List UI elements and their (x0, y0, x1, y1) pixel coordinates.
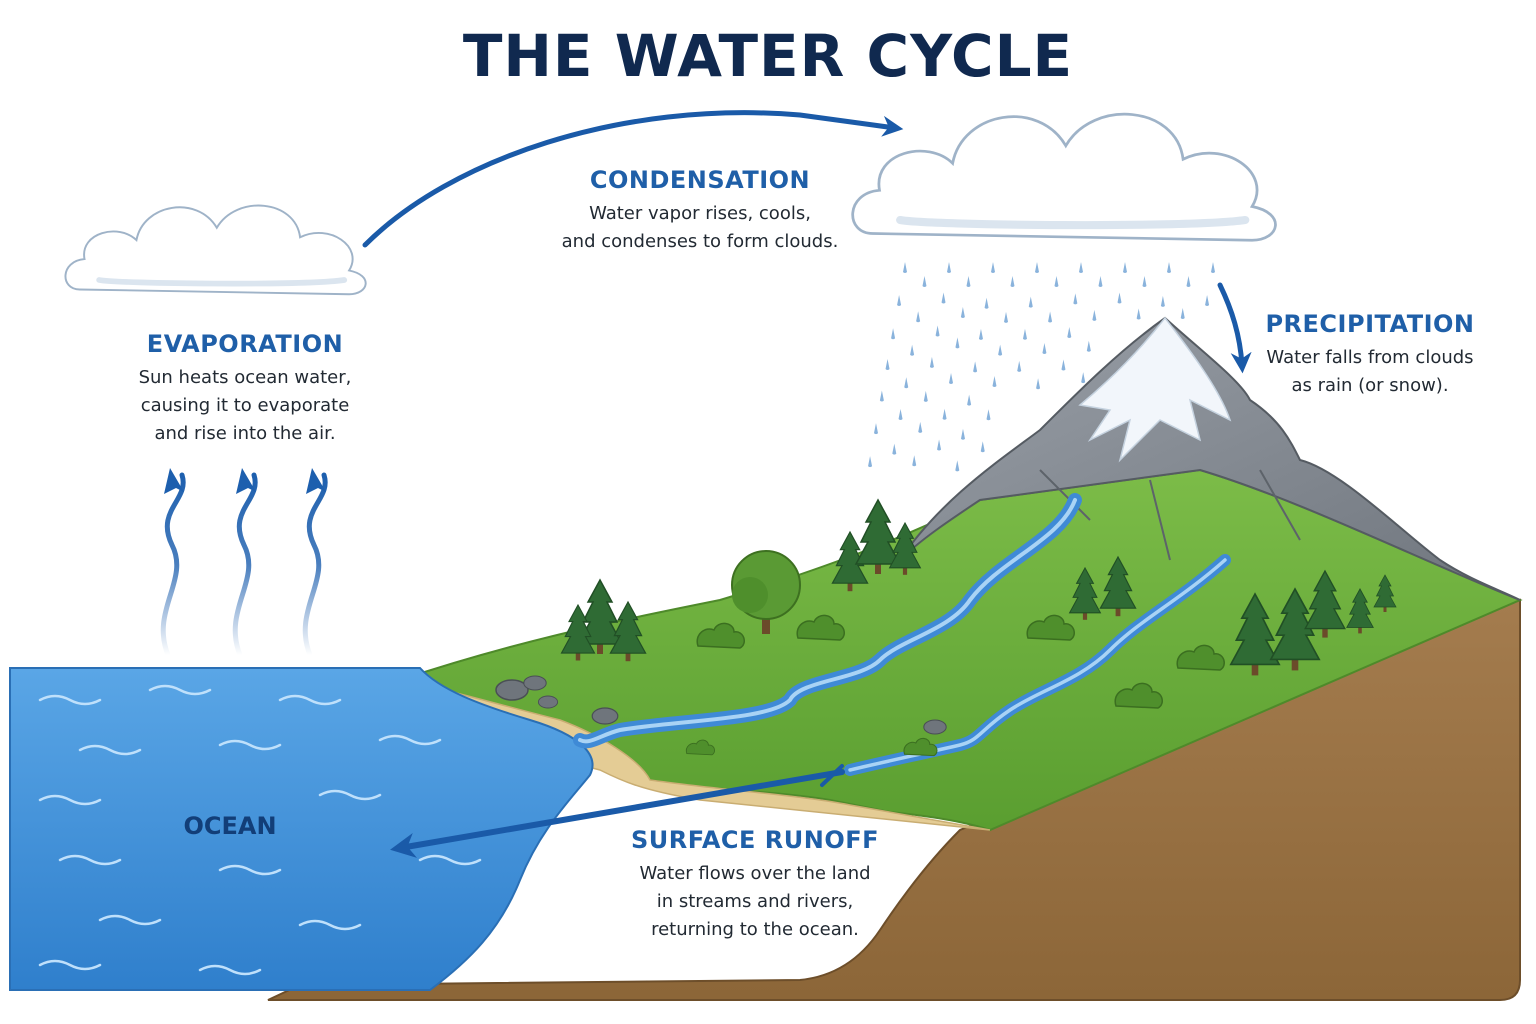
precipitation-arrow (1217, 282, 1252, 374)
rain-drop (1061, 359, 1066, 371)
rain-drop (1211, 262, 1215, 273)
rain-drop (923, 390, 928, 402)
rain-drop (1079, 262, 1083, 273)
rain-drop (1067, 327, 1072, 339)
rain-drop (1117, 292, 1122, 304)
rain-drop-icon (868, 262, 1215, 472)
rain-drop (898, 408, 903, 420)
rain-drop (947, 262, 951, 273)
precipitation-heading: PRECIPITATION (1265, 310, 1475, 338)
rain-drop (1205, 294, 1210, 306)
rain-drop (1036, 378, 1041, 390)
rain-drop (986, 409, 991, 421)
rivers (573, 493, 1231, 776)
rain-drop (960, 307, 965, 319)
rain-drop (1028, 296, 1033, 308)
rain-drop (879, 390, 884, 402)
rain-drop (942, 408, 947, 420)
rain-drop (1022, 328, 1027, 340)
condensation-description: Water vapor rises, cools, and condenses … (561, 203, 839, 252)
rain-drop (929, 356, 934, 368)
rain-drop (1186, 276, 1191, 287)
rain-drop (992, 375, 997, 387)
evaporation-heading: EVAPORATION (146, 330, 344, 358)
rain-drop (1081, 372, 1086, 384)
rain-drop (935, 325, 940, 337)
mountain (899, 316, 1521, 601)
rain-drop (873, 423, 878, 435)
condensation-heading: CONDENSATION (589, 166, 811, 194)
rain-drop (918, 421, 923, 433)
page-title: THE WATER CYCLE (462, 22, 1074, 90)
rain-drop (1042, 342, 1047, 354)
rain-drop (955, 337, 960, 349)
rain-drop (1017, 360, 1022, 372)
rain-drop (1048, 311, 1053, 323)
rain-drop (912, 455, 917, 467)
soil-layer (267, 598, 1521, 1001)
surface-runoff-heading: SURFACE RUNOFF (630, 826, 880, 854)
ocean (9, 667, 594, 991)
rain-drop (984, 297, 989, 309)
rain-drop (1035, 262, 1039, 273)
precipitation-description: Water falls from clouds as rain (or snow… (1266, 347, 1474, 396)
rain-drop (1136, 308, 1141, 320)
rain-drop (967, 394, 972, 406)
rain-drop (1180, 307, 1185, 319)
rain-drop (903, 262, 907, 273)
rain-drop (885, 359, 890, 371)
rain-drop (1092, 309, 1097, 321)
condensation-arrow (362, 110, 904, 248)
rain-drop (1086, 340, 1091, 352)
rain-cloud-icon (853, 114, 1276, 240)
surface-runoff-description: Water flows over the land in streams and… (639, 863, 871, 940)
rain-drop (1010, 276, 1015, 287)
rain-drop (1054, 276, 1059, 287)
runoff-arrow (390, 769, 845, 858)
rain-drop (1160, 295, 1165, 307)
rain-drop (922, 276, 927, 287)
rain-drop (891, 328, 896, 340)
deciduous-tree-icon (731, 550, 801, 634)
rain-drop (941, 292, 946, 304)
rain-drop (916, 311, 921, 323)
vapor-arrowhead-icon (164, 468, 326, 494)
ocean-label: OCEAN (183, 812, 277, 840)
evaporation-description: Sun heats ocean water, causing it to eva… (138, 367, 352, 444)
rain-drop (1123, 262, 1127, 273)
ocean-waves (38, 684, 482, 976)
surface-runoff-label: SURFACE RUNOFF Water flows over the land… (605, 826, 905, 944)
rain-drop (1073, 293, 1078, 305)
rain-drop (998, 344, 1003, 356)
vapor-arrow-icon (160, 472, 328, 658)
rain-drop (980, 441, 985, 453)
evaporation-label: EVAPORATION Sun heats ocean water, causi… (105, 330, 385, 448)
rain-drop (991, 262, 995, 273)
rain-drop (1142, 276, 1147, 287)
rain-drop (960, 428, 965, 440)
rain-drop (966, 276, 971, 287)
precipitation-label: PRECIPITATION Water falls from clouds as… (1245, 310, 1495, 400)
rain-drop (955, 460, 960, 472)
rain-drop (1098, 276, 1103, 287)
rain-drop (949, 372, 954, 384)
rain-drop (868, 456, 873, 468)
runoff-arrow-tail (820, 764, 844, 787)
rain-drop (1167, 262, 1171, 273)
rain-drop (937, 439, 942, 451)
rain-drop (904, 377, 909, 389)
rain-drop (978, 328, 983, 340)
cloud-icon (65, 206, 365, 295)
rain-drop (973, 361, 978, 373)
rain-drop (1004, 311, 1009, 323)
condensation-label: CONDENSATION Water vapor rises, cools, a… (540, 166, 860, 256)
rain-drop (892, 443, 897, 455)
rain-drop (897, 294, 902, 306)
rain-drop (910, 344, 915, 356)
